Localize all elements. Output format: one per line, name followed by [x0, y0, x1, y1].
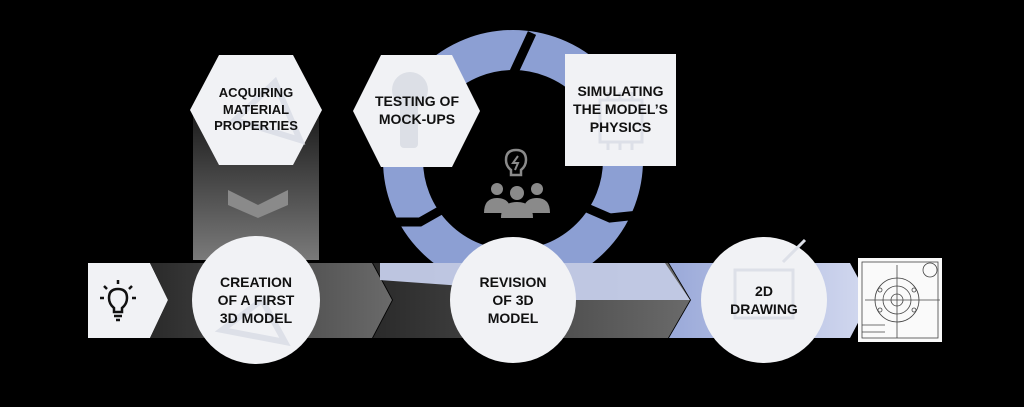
step-creation-label: CREATION OF A FIRST 3D MODEL — [217, 273, 295, 327]
lightbulb-icon — [100, 280, 136, 322]
team-idea-icon — [484, 148, 550, 218]
step-revision-label: REVISION OF 3D MODEL — [479, 273, 547, 327]
technical-drawing-thumbnail — [858, 258, 942, 342]
step-acquiring-label: ACQUIRING MATERIAL PROPERTIES — [214, 84, 298, 134]
chip-watermark — [598, 92, 644, 150]
chevron-down-icon — [228, 190, 288, 218]
step-simulating-label: SIMULATING THE MODEL’S PHYSICS — [573, 82, 668, 136]
head-watermark — [392, 72, 428, 108]
step-drawing-label: 2D DRAWING — [730, 282, 798, 317]
ruler-watermark — [229, 76, 306, 145]
blueprint-watermark — [733, 238, 807, 320]
step-revision-circle — [450, 237, 576, 363]
jaw-watermark — [400, 100, 418, 148]
cycle-center — [441, 106, 585, 250]
step-drawing-circle — [701, 237, 827, 363]
ruler-watermark-2 — [214, 295, 291, 347]
step-testing-label: TESTING OF MOCK-UPS — [375, 92, 459, 127]
